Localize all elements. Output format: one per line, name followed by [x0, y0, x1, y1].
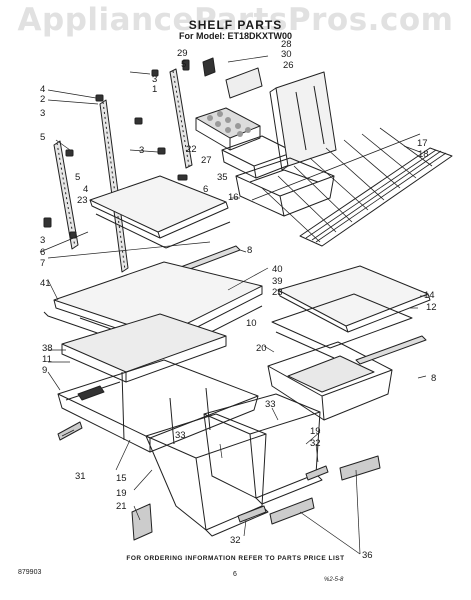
callout-29: 29: [177, 48, 188, 59]
left-shelf-rail: [99, 99, 129, 273]
lid-piece: [225, 67, 263, 99]
callout-19: 19: [116, 488, 127, 499]
callout-17: 17: [417, 138, 428, 149]
ordering-footer: FOR ORDERING INFORMATION REFER TO PARTS …: [126, 555, 345, 562]
callout-35: 35: [217, 172, 228, 183]
callout-33: 33: [175, 430, 186, 441]
callout-28: 28: [281, 39, 292, 50]
document-number: 879903: [18, 569, 42, 576]
callout-3: 3: [152, 74, 157, 85]
callout-16: 16: [228, 192, 239, 203]
crisper-drawer: [267, 341, 393, 421]
revision-stamp: %2-5-8: [324, 577, 344, 583]
left-rear-rail: [53, 140, 79, 250]
callout-33: 33: [265, 399, 276, 410]
callout-4: 4: [40, 84, 45, 95]
callout-3: 3: [40, 235, 45, 246]
callout-23: 23: [77, 195, 88, 206]
glass-shelf-upper: [89, 175, 231, 249]
shelf-frame-lower: [61, 313, 227, 383]
callout-5: 5: [40, 132, 45, 143]
callout-7: 7: [40, 258, 45, 269]
callout-23: 23: [272, 287, 283, 298]
meat-keeper-drawer: [235, 157, 335, 217]
callout-3: 3: [139, 145, 144, 156]
callout-3: 3: [40, 108, 45, 119]
callout-22: 22: [186, 144, 197, 155]
leader-lines: [39, 55, 427, 555]
callout-39: 39: [272, 276, 283, 287]
callout-6: 6: [40, 247, 45, 258]
callout-2: 2: [40, 94, 45, 105]
callout-5: 5: [181, 59, 186, 70]
drawer-cover-frame: [57, 359, 259, 453]
callout-12: 12: [426, 302, 437, 313]
shelf-rail-right-8: [355, 335, 427, 365]
glass-shelf-right: [271, 265, 431, 359]
callout-6: 6: [203, 184, 208, 195]
callout-31: 31: [75, 471, 86, 482]
wire-shelf: [251, 127, 453, 247]
callout-32: 32: [230, 535, 241, 546]
center-rail: [169, 68, 193, 169]
callout-5: 5: [75, 172, 80, 183]
callout-32: 32: [310, 438, 321, 449]
callout-10: 10: [246, 318, 257, 329]
callout-26: 26: [283, 60, 294, 71]
callout-4: 4: [83, 184, 88, 195]
callout-11: 11: [42, 354, 52, 365]
callout-8: 8: [247, 245, 252, 256]
callout-41: 41: [40, 278, 51, 289]
model-line: For Model: ET18DKXTW00: [178, 31, 292, 41]
drawer-handles: [131, 455, 381, 541]
callout-36: 36: [362, 550, 373, 561]
callout-18: 18: [418, 149, 429, 160]
callout-19: 19: [310, 426, 321, 437]
shelf-back-panel: [269, 71, 337, 171]
egg-tray: [195, 107, 261, 151]
slide-rail-31: [57, 421, 83, 441]
callout-14: 14: [424, 290, 435, 301]
callout-21: 21: [116, 501, 127, 512]
page-number: 6: [233, 571, 237, 578]
watermark: AppliancePartsPros.com: [17, 2, 454, 38]
callout-40: 40: [272, 264, 283, 275]
callout-20: 20: [256, 343, 267, 354]
callout-1: 1: [152, 84, 157, 95]
callout-38: 38: [42, 343, 53, 354]
page-title: SHELF PARTS: [188, 18, 283, 32]
callout-15: 15: [116, 473, 127, 484]
callout-9: 9: [42, 365, 47, 376]
clip-parts: [43, 57, 216, 239]
callout-8: 8: [431, 373, 436, 384]
callout-27: 27: [201, 155, 212, 166]
callout-30: 30: [281, 49, 292, 60]
small-bin: [221, 135, 295, 179]
